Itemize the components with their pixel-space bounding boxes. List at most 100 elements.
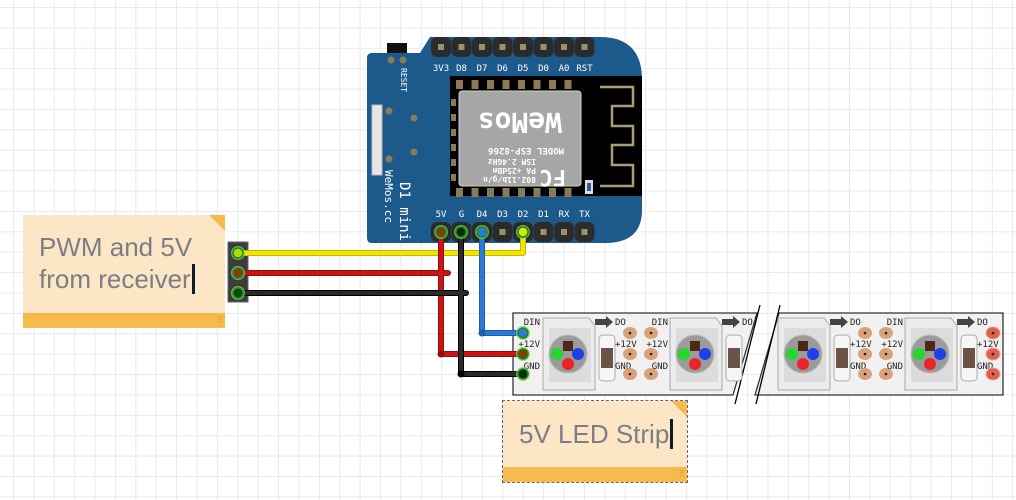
pin-pad (499, 229, 506, 235)
svg-text:ISM 2.4GHz: ISM 2.4GHz (488, 157, 536, 166)
label-out-gnd: GND (850, 362, 866, 372)
pin-3v3[interactable]: 3V3 (431, 37, 451, 74)
board-name: D1 mini (396, 182, 412, 241)
pin-d3[interactable]: D3 (492, 210, 513, 242)
pin-d0[interactable]: D0 (533, 37, 554, 74)
pin-label-d3: D3 (497, 210, 508, 220)
led-green (913, 348, 925, 360)
note-led-strip[interactable]: 5V LED Strip ⠿ (502, 400, 688, 483)
usb-port[interactable] (371, 104, 383, 176)
pad-hole (649, 331, 653, 335)
led-blue (699, 348, 711, 360)
pin-d5[interactable]: D5 (513, 37, 533, 74)
pin-label-d7: D7 (477, 64, 488, 74)
mounting-holes (385, 56, 418, 163)
pin-label-d4: D4 (477, 210, 488, 220)
note-fold-icon (671, 401, 687, 417)
module-pad (549, 80, 556, 89)
led-chip-icon (925, 341, 935, 351)
resistor-body (836, 348, 848, 368)
pad-hole (649, 352, 653, 356)
pin-tx[interactable]: TX (574, 210, 595, 242)
module-pad (451, 159, 456, 166)
pin-pad (561, 44, 567, 50)
led-chip-icon (798, 341, 808, 351)
pin-label-g: G (459, 210, 464, 220)
module-pad (549, 188, 556, 197)
pad-hole (991, 352, 995, 356)
pin-d8[interactable]: D8 (451, 37, 472, 74)
pin-label-d1: D1 (538, 210, 549, 220)
break-line (755, 304, 781, 405)
note-led-strip-text[interactable]: 5V LED Strip (519, 418, 674, 450)
pin-d7[interactable]: D7 (472, 37, 492, 74)
led-blue (807, 348, 819, 360)
reset-button[interactable] (387, 43, 407, 53)
module-pad (564, 80, 572, 89)
label-out-12v: +12V (977, 340, 999, 350)
note-receiver-text[interactable]: PWM and 5V from receiver (39, 231, 195, 295)
note-footer (23, 313, 225, 328)
led-segment[interactable]: DO (669, 316, 753, 391)
resize-grip-icon[interactable]: ⠿ (216, 316, 223, 326)
led-green (551, 348, 563, 360)
pad-hole (649, 372, 653, 376)
led-segment[interactable]: DO +12V GND (777, 316, 872, 391)
module-pad (502, 80, 510, 89)
pin-d1[interactable]: D1 (533, 210, 554, 242)
label-do: DO (977, 318, 988, 328)
pin-rx[interactable]: RX (554, 210, 574, 242)
pin-pad (499, 44, 506, 50)
module-pad (533, 80, 541, 89)
label-in-12v: +12V (518, 340, 540, 350)
note-receiver[interactable]: PWM and 5V from receiver ⠿ (23, 215, 225, 328)
endpoint-dot (232, 287, 244, 299)
label-do: DO (742, 318, 753, 328)
led-red (562, 358, 574, 370)
led-blue (572, 348, 584, 360)
pad-hole (991, 331, 995, 335)
text-caret (670, 419, 674, 449)
pin-pad (438, 44, 444, 50)
connection-endpoints (231, 225, 530, 381)
endpoint-dot (232, 247, 244, 259)
pin-pad (581, 44, 588, 50)
pin-label-d5: D5 (518, 64, 529, 74)
led-segment[interactable]: DO +12V GND (904, 316, 999, 391)
resize-grip-icon[interactable]: ⠿ (678, 470, 685, 480)
d1-mini-board[interactable]: RESET D1 mini WeMos.cc FC 802.11b/g/n PA… (367, 37, 642, 243)
pin-pad (581, 229, 588, 235)
label-out-gnd: GND (615, 362, 631, 372)
pin-label-d0: D0 (538, 64, 549, 74)
module-shield (458, 90, 582, 187)
pin-a0[interactable]: A0 (554, 37, 574, 74)
label-out-12v: +12V (850, 340, 872, 350)
pin-d6[interactable]: D6 (492, 37, 513, 74)
pin-label-d6: D6 (497, 64, 508, 74)
svg-text:802.11b/g/n: 802.11b/g/n (483, 175, 536, 184)
data-direction-arrow-icon (830, 316, 848, 328)
module-pad (456, 188, 463, 197)
module-pad (533, 188, 541, 197)
data-direction-arrow-icon (957, 316, 975, 328)
led-chip-icon (563, 341, 573, 351)
pin-label-tx: TX (579, 210, 590, 220)
pin-pad (561, 229, 567, 235)
pin-pad (458, 44, 465, 50)
antenna-trace (600, 85, 635, 188)
led-green (678, 348, 690, 360)
pad-hole (884, 372, 888, 376)
label-do: DO (850, 318, 861, 328)
pin-label-d2: D2 (518, 210, 529, 220)
pin-rst[interactable]: RST (574, 37, 595, 74)
label-out-gnd: GND (977, 362, 993, 372)
pin-label-3v3: 3V3 (433, 64, 449, 74)
resistor-body (601, 348, 613, 368)
pad-hole (991, 372, 995, 376)
text-caret (191, 264, 195, 294)
pin-pad (540, 44, 547, 50)
